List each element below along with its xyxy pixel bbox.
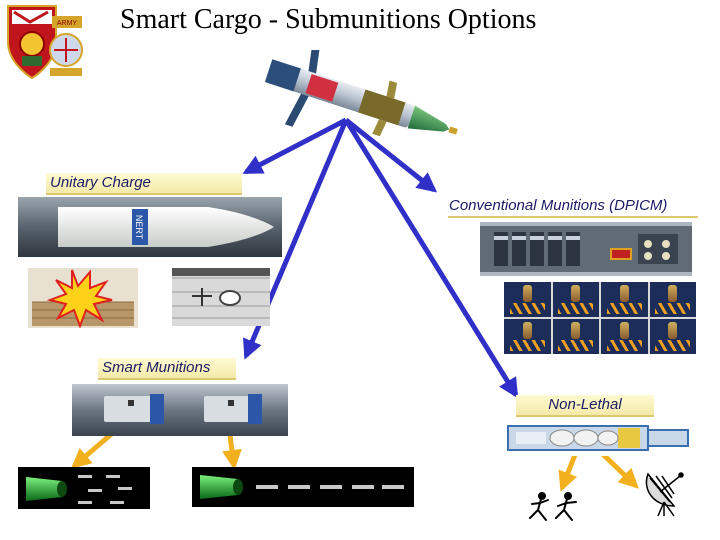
arrow-to-conventional <box>344 118 438 193</box>
smart-submunitions-panel-left <box>18 467 150 509</box>
smart-munitions-cargo-image <box>72 384 288 436</box>
dispersal-frame <box>552 282 599 317</box>
non-lethal-label: Non-Lethal <box>516 395 654 417</box>
arrow-to-unitary <box>242 117 348 175</box>
satellite-dish-icon <box>645 472 684 517</box>
dispersal-frame <box>504 319 551 354</box>
explosion-icon <box>28 268 138 328</box>
wall-breach-image <box>172 268 270 326</box>
dpicm-dispersal-photos <box>504 282 696 354</box>
dispersal-frame <box>601 319 648 354</box>
page-title: Smart Cargo - Submunitions Options <box>120 4 537 35</box>
svg-text:ARMY: ARMY <box>57 20 78 27</box>
running-people-icon <box>529 492 577 521</box>
smart-submunitions-panel-right <box>192 467 414 507</box>
arrow-to-nonlethal <box>343 118 519 399</box>
dispersal-frame <box>552 319 599 354</box>
projectile-image <box>264 50 458 137</box>
unitary-charge-label: Unitary Charge <box>46 173 242 195</box>
dispersal-frame <box>504 282 551 317</box>
unitary-charge-image: NERT <box>18 197 282 257</box>
dispersal-frame <box>649 319 696 354</box>
blue-arrows <box>242 117 519 399</box>
dpicm-cargo-image <box>480 222 692 276</box>
svg-text:NERT: NERT <box>134 215 144 240</box>
dispersal-frame <box>649 282 696 317</box>
army-crest-logo: ARMY <box>7 5 83 80</box>
non-lethal-cargo-image <box>498 420 692 456</box>
conventional-label-underline <box>448 216 698 218</box>
smart-munitions-label: Smart Munitions <box>98 358 236 380</box>
dispersal-frame <box>601 282 648 317</box>
conventional-munitions-label: Conventional Munitions (DPICM) <box>449 197 668 214</box>
